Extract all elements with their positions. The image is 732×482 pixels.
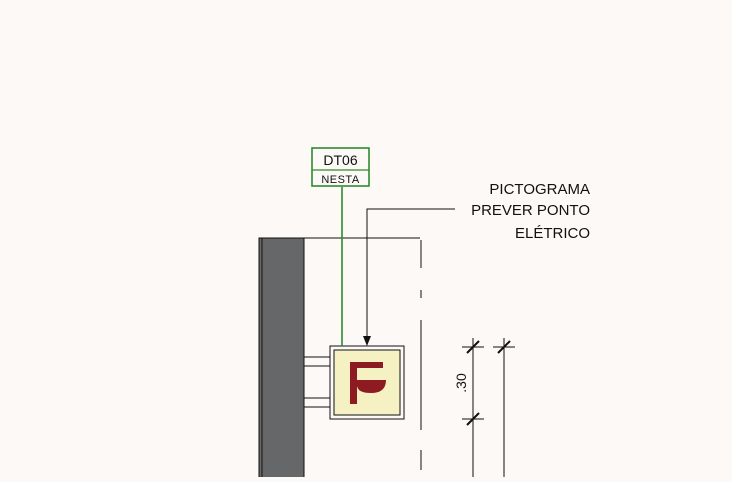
note-leader-line — [366, 208, 455, 340]
wall-section — [258, 237, 305, 479]
dimension: .30 — [453, 338, 515, 478]
tag-label: NESTA — [321, 174, 360, 186]
note-leader — [363, 208, 455, 346]
tag-frame — [311, 147, 370, 187]
tag-box: DT06 NESTA — [311, 147, 370, 187]
note-line-1: PICTOGRAMA — [489, 181, 590, 198]
mounting-brackets — [303, 356, 332, 408]
dim-slash-bottom — [466, 412, 480, 426]
bracket-bottom — [303, 397, 332, 408]
note-line-3: ELÉTRICO — [515, 225, 590, 242]
dimension-value: .30 — [453, 373, 469, 393]
note-line-2: PREVER PONTO — [471, 202, 590, 219]
wall — [258, 237, 420, 479]
note-text: PICTOGRAMA PREVER PONTO ELÉTRICO — [471, 181, 590, 242]
sign — [329, 345, 405, 420]
pictogram-f-icon — [350, 362, 386, 404]
ext-slash-top — [497, 340, 511, 354]
arrow-down-icon — [363, 336, 371, 346]
dim-slash-top — [466, 340, 480, 354]
bracket-top — [303, 356, 332, 367]
tag-code: DT06 — [323, 152, 357, 168]
